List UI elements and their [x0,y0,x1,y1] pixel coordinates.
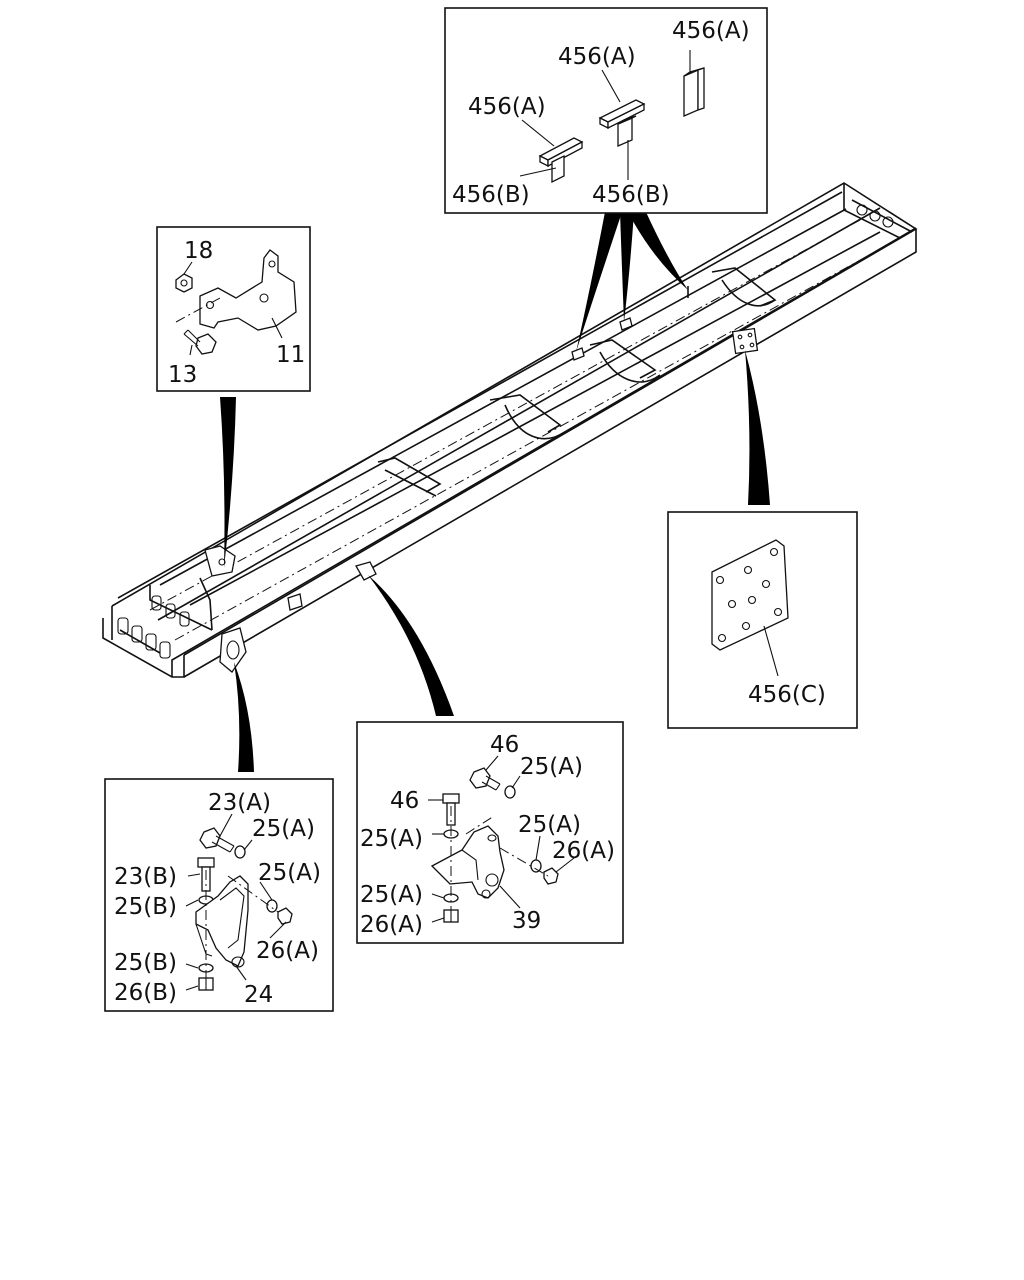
chassis-frame [102,182,918,678]
label-25b-1: 25(B) [114,894,177,920]
center-mount-point [355,561,377,581]
label-18: 18 [184,238,213,264]
callout-box-spacers: 456(A) 456(A) 456(A) 456(B) 456(B) [444,7,768,214]
label-25a-c3: 25(A) [518,812,581,838]
callout-box-bracket: 18 13 11 [156,226,311,392]
washer-part-25a-2 [266,899,278,913]
bolt-part-13 [183,329,217,355]
mount-bracket-part-24 [195,875,249,967]
label-456a-2: 456(A) [558,44,636,70]
bolt-part-23a [199,827,235,853]
label-23a: 23(A) [208,790,271,816]
label-25a-c2: 25(A) [360,826,423,852]
callout-box-mount-center: 46 25(A) 46 25(A) 25(A) 26(A) 25(A) 39 2… [356,721,624,944]
spacer-part-a-tee [598,99,646,147]
label-26a-c1: 26(A) [552,838,615,864]
left-mount-point [219,627,247,673]
label-11: 11 [276,342,305,368]
bracket-part-11 [199,249,297,331]
label-25a-c4: 25(A) [360,882,423,908]
spacer-part-a-vertical [683,67,705,117]
washer-part-25a-1 [234,845,246,859]
bolt-part-46-1 [469,767,501,791]
label-456c: 456(C) [748,682,826,708]
label-26a: 26(A) [256,938,319,964]
label-26a-c2: 26(A) [360,912,423,938]
nut-part-26a-c2 [443,909,459,923]
washer-part-25a-c1 [504,785,516,799]
label-26b: 26(B) [114,980,177,1006]
label-39: 39 [512,908,541,934]
label-25a-2: 25(A) [258,860,321,886]
nut-part-26b [198,977,214,991]
label-456a-1: 456(A) [672,18,750,44]
label-25a-1: 25(A) [252,816,315,842]
callout-box-plate: 456(C) [667,511,858,729]
nut-part-26a [277,907,293,925]
label-24: 24 [244,982,273,1008]
label-13: 13 [168,362,197,388]
label-46-2: 46 [390,788,419,814]
label-25a-c1: 25(A) [520,754,583,780]
label-456b-1: 456(B) [452,182,530,208]
washer-part-25a-c3 [530,859,542,873]
bracket-mount-point [204,545,236,577]
label-456a-3: 456(A) [468,94,546,120]
label-46-1: 46 [490,732,519,758]
label-456b-2: 456(B) [592,182,670,208]
spacer-part-a-tee-left [538,137,584,184]
plate-part-456c [711,539,789,651]
label-23b: 23(B) [114,864,177,890]
label-25b-2: 25(B) [114,950,177,976]
callout-pointers [220,212,770,772]
nut-part-26a-c1 [543,867,559,885]
callout-box-mount-left: 23(A) 25(A) 23(B) 25(A) 25(B) 26(A) 25(B… [104,778,334,1012]
plate-mount-point [731,327,759,355]
